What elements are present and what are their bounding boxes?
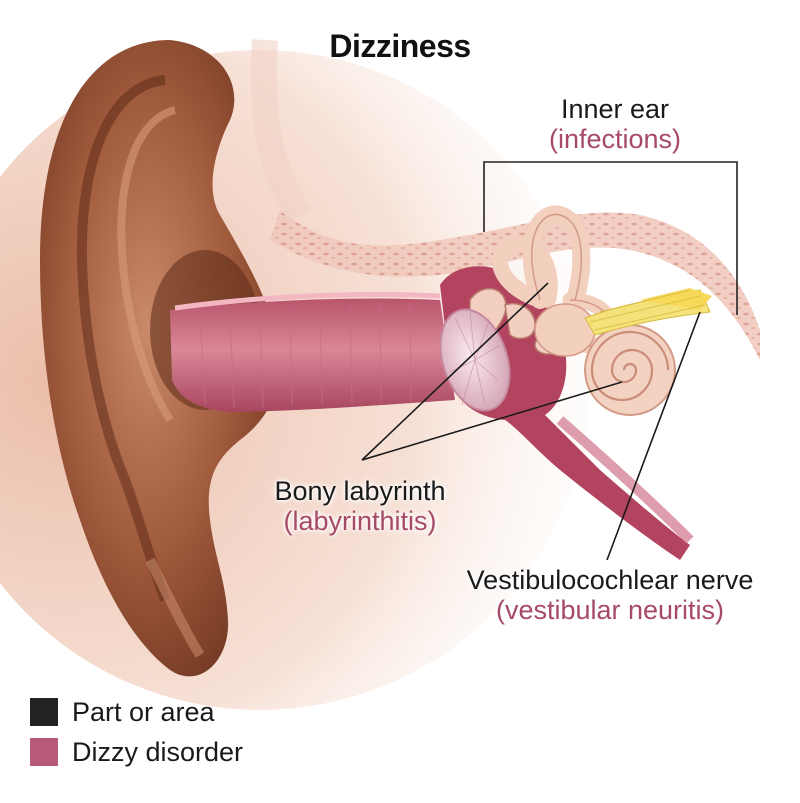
legend: Part or area Dizzy disorder [30,692,243,772]
label-nerve-disorder: (vestibular neuritis) [495,595,725,625]
label-inner-ear: Inner ear (infections) [520,94,710,154]
middle-ear [440,266,690,560]
label-inner-ear-disorder: (infections) [548,124,682,154]
cochlea [584,324,676,416]
temporal-bone [270,210,760,360]
legend-label-part: Part or area [72,696,215,727]
label-nerve-part: Vestibulocochlear nerve [466,565,754,595]
leader-line-labyrinth-2 [361,381,623,461]
vestibulocochlear-nerve [584,288,712,336]
label-inner-ear-part: Inner ear [560,94,670,124]
inner-ear-bracket [483,161,738,315]
legend-item-part: Part or area [30,692,243,732]
label-bony-labyrinth-disorder: (labyrinthitis) [283,506,437,536]
leader-line-nerve [606,311,701,561]
label-bony-labyrinth: Bony labyrinth (labyrinthitis) [240,476,480,536]
legend-swatch-disorder [30,738,58,766]
label-nerve: Vestibulocochlear nerve (vestibular neur… [440,565,780,625]
legend-swatch-part [30,698,58,726]
legend-label-disorder: Dizzy disorder [72,736,244,767]
diagram-title: Dizziness [329,28,471,64]
ear-canal [170,298,455,412]
leader-line-labyrinth-1 [361,282,549,461]
label-bony-labyrinth-part: Bony labyrinth [274,476,446,506]
legend-item-disorder: Dizzy disorder [30,732,243,772]
